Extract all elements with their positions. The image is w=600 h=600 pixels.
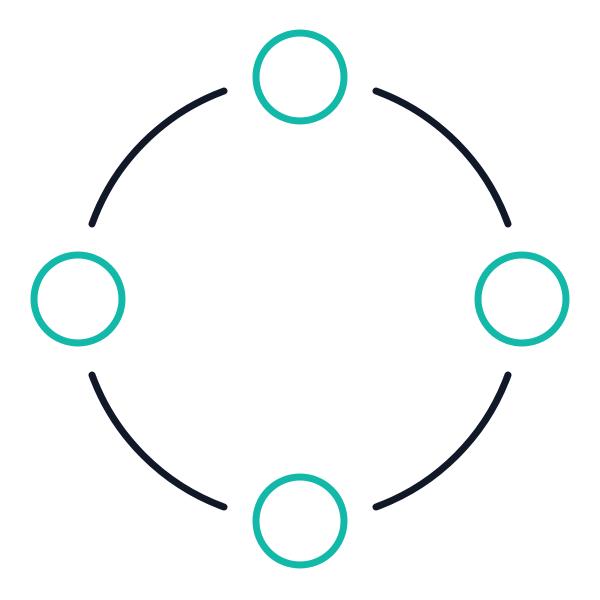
connector-arcs (88, 87, 512, 511)
nodes (30, 29, 570, 569)
connector-arc-bottom-right (372, 371, 512, 511)
node-left-circle (30, 251, 126, 347)
connector-arc-top-left (88, 87, 228, 228)
node-right-circle (474, 251, 570, 347)
connector-arc-bottom-left (88, 371, 228, 511)
node-top-circle (252, 29, 348, 125)
node-bottom-circle (252, 473, 348, 569)
connector-arc-top-right (372, 87, 512, 228)
